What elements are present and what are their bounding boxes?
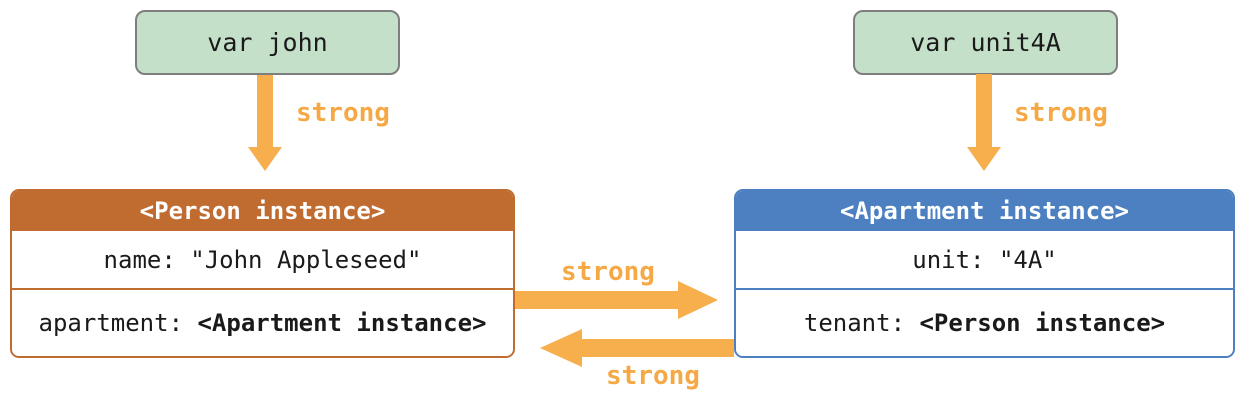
person-name-row: name: "John Appleseed" [12, 231, 513, 288]
person-to-apartment-arrow-head [678, 281, 718, 319]
var-john-label: var john [207, 28, 328, 57]
john-strong-arrow-shaft [257, 75, 273, 148]
john-strong-label: strong [296, 98, 390, 128]
person-apartment-ref: <Apartment instance> [197, 309, 487, 337]
apartment-tenant-ref: <Person instance> [919, 309, 1166, 337]
apartment-tenant-row: tenant: <Person instance> [736, 288, 1233, 356]
john-strong-arrow-head [248, 147, 282, 171]
unit4a-strong-arrow-head [967, 147, 1001, 171]
apartment-instance-title: <Apartment instance> [840, 197, 1129, 225]
person-to-apartment-arrow-shaft [515, 291, 678, 309]
person-instance-header: <Person instance> [12, 191, 513, 231]
apartment-to-person-arrow-head [540, 329, 582, 367]
apartment-instance-table: <Apartment instance> unit: "4A" tenant: … [734, 189, 1235, 358]
unit4a-strong-label: strong [1014, 98, 1108, 128]
apartment-unit-row: unit: "4A" [736, 231, 1233, 288]
var-unit4a-label: var unit4A [910, 28, 1061, 57]
apartment-instance-header: <Apartment instance> [736, 191, 1233, 231]
person-apartment-label: apartment: [38, 309, 198, 337]
person-name-value: name: "John Appleseed" [103, 245, 422, 274]
person-apartment-row: apartment: <Apartment instance> [12, 288, 513, 356]
apartment-unit-value: unit: "4A" [912, 245, 1057, 274]
var-john-box: var john [135, 10, 400, 75]
person-to-apartment-strong-label: strong [561, 257, 655, 287]
apartment-to-person-strong-label: strong [606, 361, 700, 391]
apartment-to-person-arrow-shaft [582, 339, 734, 357]
person-instance-title: <Person instance> [139, 197, 386, 225]
apartment-tenant-label: tenant: [803, 309, 920, 337]
unit4a-strong-arrow-shaft [976, 74, 992, 147]
var-unit4a-box: var unit4A [853, 10, 1118, 75]
person-instance-table: <Person instance> name: "John Appleseed"… [10, 189, 515, 358]
